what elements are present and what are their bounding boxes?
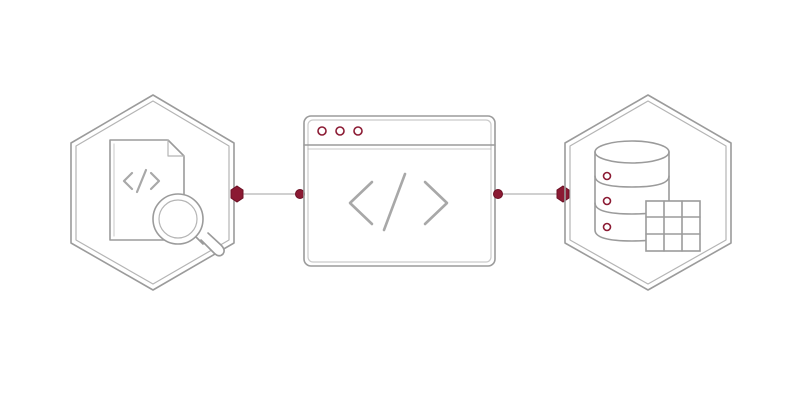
magnifier-icon [152, 193, 225, 257]
code-glyph [122, 168, 161, 194]
hexagon-outline [70, 94, 235, 291]
connector-dot-hex-left [230, 185, 244, 203]
table-grid-icon [645, 200, 701, 252]
database-node [564, 94, 732, 291]
window-controls [317, 126, 363, 136]
connector-dot-hex-right [556, 185, 570, 203]
code-search-node [70, 94, 235, 291]
connector-dot-window-left [295, 189, 305, 199]
hexagon-outline [564, 94, 732, 291]
window-inner-frame [307, 119, 492, 263]
window-dot-icon [317, 126, 327, 136]
database-icon [594, 140, 670, 242]
hexagon-inner-outline [75, 100, 230, 285]
hexagon-inner-outline [569, 100, 727, 285]
connector-dot-window-right [493, 189, 503, 199]
code-file-search-icon [109, 139, 225, 257]
window-dot-icon [335, 126, 345, 136]
code-window-node [303, 115, 496, 267]
window-dot-icon [353, 126, 363, 136]
database-table-icon [594, 140, 701, 252]
code-window-icon [348, 172, 449, 232]
